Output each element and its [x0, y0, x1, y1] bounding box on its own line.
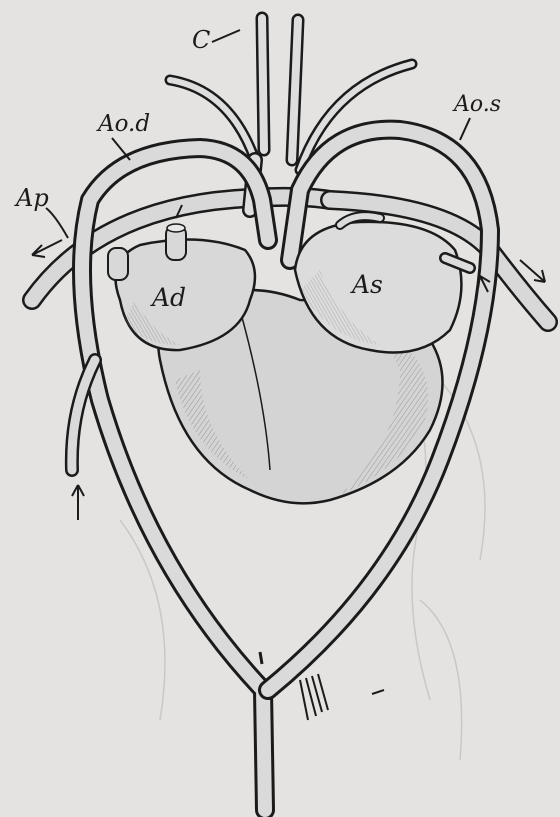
arrow-pulmonary-left: [32, 240, 62, 257]
arrow-vein-up: [72, 485, 84, 520]
label-leader-ap: [46, 208, 68, 238]
label-left-aortic-arch: Ao.s: [454, 94, 501, 116]
label-right-atrium: Ad: [152, 285, 186, 310]
vessel-branches: [300, 674, 328, 720]
label-right-aortic-arch: Ao.d: [98, 113, 150, 136]
venous-trunk-left: [72, 360, 95, 470]
label-left-atrium: As: [352, 272, 383, 297]
label-leader-aos: [460, 118, 470, 140]
label-leader-c: [212, 30, 240, 42]
label-carotid: C: [192, 28, 210, 52]
label-pulmonary-artery: Ap: [16, 186, 49, 210]
ink-mark: [372, 690, 384, 694]
ink-blot: [260, 652, 262, 664]
